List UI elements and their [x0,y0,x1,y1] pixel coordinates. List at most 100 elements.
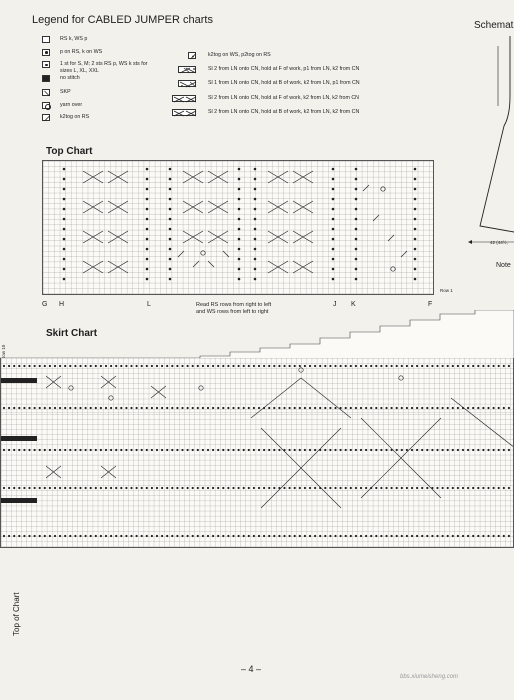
purl-dot [181,406,184,410]
purl-dot [206,364,210,368]
purl-dot [232,448,235,452]
purl-dot [278,406,281,410]
purl-dot [502,406,505,410]
purl-dot [8,364,11,368]
purl-dot [273,406,276,410]
purl-dot [395,534,398,538]
purl-dot [497,406,500,410]
purl-dot [206,406,210,410]
purl-dot [329,364,332,368]
purl-dot [502,534,505,538]
purl-dot [482,448,485,452]
purl-dot [2,364,6,368]
purl-dot [507,364,510,368]
purl-dot [263,486,266,490]
purl-dot [512,535,513,537]
purl-dot [334,364,337,368]
purl-dot [405,406,408,410]
purl-dot [115,486,118,490]
purl-dot [53,486,57,490]
purl-dot [416,534,419,538]
purl-dot [421,486,424,490]
purl-dot [110,364,113,368]
purl-dot [314,364,317,368]
purl-dot [497,486,500,490]
purl-dot [237,448,240,452]
chart-letter: L [147,301,151,308]
purl-dot [130,534,133,538]
purl-dot [472,406,475,410]
purl-dot [273,486,276,490]
purl-dot [155,406,159,410]
chart-letter: H [59,301,65,308]
schematic-notes: Note [496,262,511,269]
purl-dot [257,534,261,538]
purl-dot [359,364,363,368]
purl-dot [242,448,245,452]
purl-dot [13,448,16,452]
purl-dot [125,364,128,368]
purl-dot [232,534,235,538]
purl-dot [502,486,505,490]
purl-dot [155,448,159,452]
purl-dot [48,486,52,490]
purl-dot [13,486,16,490]
purl-dot [252,406,255,410]
k2tog-ws-icon [188,52,196,60]
purl-dot [461,486,465,490]
purl-dot [232,406,235,410]
purl-dot [2,534,6,538]
purl-dot [268,364,271,368]
purl-dot [120,448,123,452]
purl-dot [349,486,352,490]
purl-dot [212,486,215,490]
purl-dot [492,486,495,490]
chart-letter: K [351,301,356,308]
purl-dot [33,534,36,538]
purl-dot [232,364,235,368]
purl-dot [512,365,513,367]
purl-dot [492,406,495,410]
purl-dot [416,406,419,410]
purl-dot [288,486,291,490]
purl-dot [339,486,342,490]
purl-dot [400,534,403,538]
purl-dot [94,364,97,368]
purl-dot [212,364,215,368]
purl-dot [38,534,41,538]
skirt-chart-grid [0,358,514,548]
purl-dot [23,406,26,410]
purl-dot [298,406,301,410]
purl-dot [487,448,490,452]
watermark: bbs.xiumeisheng.com [400,674,459,680]
page-number: – 4 – [241,664,262,674]
purl-dot [130,486,133,490]
purl-dot [365,364,368,368]
purl-dot [217,406,220,410]
purl-dot [456,448,459,452]
purl-dot [33,364,36,368]
purl-dot [477,364,480,368]
purl-dot [431,534,434,538]
legend-text: k2tog on RS [60,114,90,121]
legend-text: Sl 2 from LN onto CN, hold at F of work,… [208,94,360,101]
purl-dot [217,448,220,452]
purl-dot [74,406,77,410]
purl-dot [104,448,108,452]
purl-dot [410,486,414,490]
purl-dot [28,486,31,490]
purl-dot [431,406,434,410]
purl-dot [115,534,118,538]
purl-dot [181,486,184,490]
purl-dot [467,406,470,410]
purl-dot [263,534,266,538]
purl-dot [212,534,215,538]
purl-dot [145,486,148,490]
purl-dot [416,486,419,490]
purl-dot [416,364,419,368]
purl-dot [166,486,169,490]
purl-dot [201,534,204,538]
purl-dot [472,534,475,538]
purl-dot [191,406,194,410]
purl-dot [140,486,143,490]
